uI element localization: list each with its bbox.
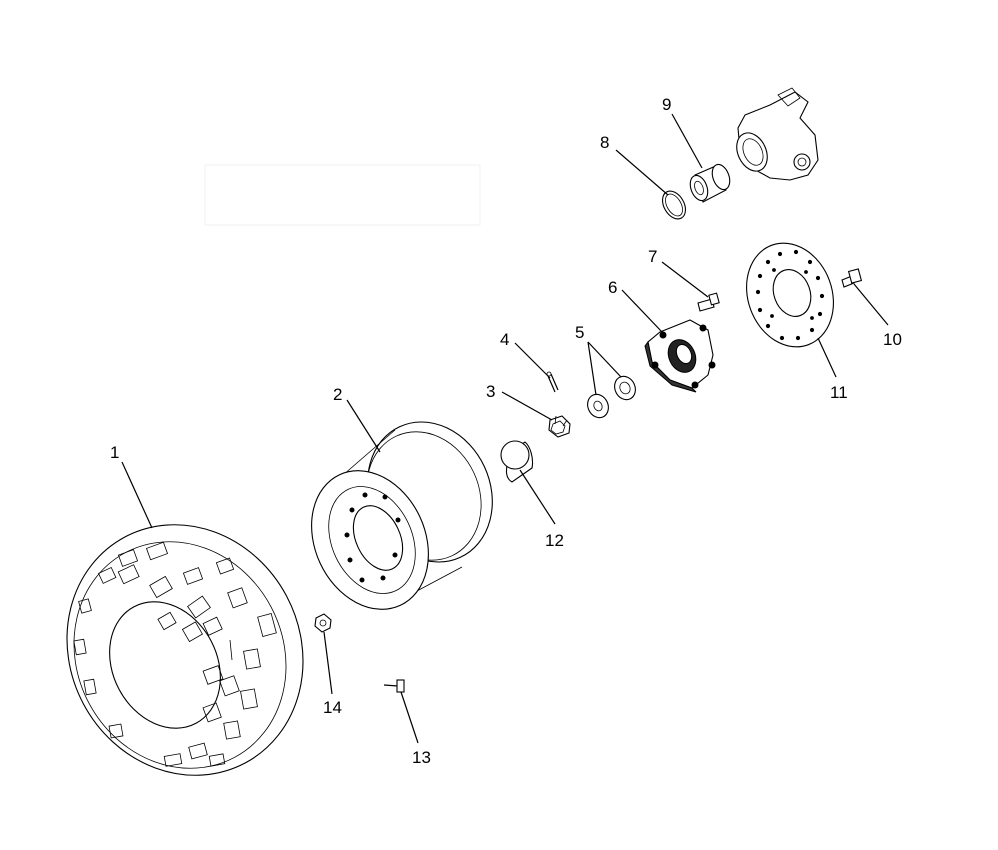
callout-8: 8 bbox=[600, 133, 609, 152]
part-snap-ring bbox=[661, 190, 687, 220]
callout-7: 7 bbox=[648, 247, 657, 266]
part-bearing bbox=[689, 163, 731, 203]
part-wheel-rim bbox=[311, 421, 493, 610]
callout-10: 10 bbox=[883, 330, 902, 349]
part-valve-stem bbox=[383, 679, 405, 693]
part-hub-cap bbox=[500, 440, 534, 483]
callout-3: 3 bbox=[486, 382, 495, 401]
callout-2: 2 bbox=[333, 385, 342, 404]
part-tire bbox=[66, 524, 304, 776]
part-lug-nut bbox=[314, 613, 332, 633]
part-hub bbox=[644, 319, 716, 393]
part-bolt-7 bbox=[697, 292, 720, 312]
callout-1: 1 bbox=[110, 443, 119, 462]
part-bolt-10 bbox=[841, 268, 863, 288]
part-castle-nut bbox=[548, 415, 571, 438]
part-brake-disc bbox=[746, 242, 834, 348]
callout-labels: 1 2 3 4 5 6 7 8 9 10 11 12 13 14 bbox=[110, 95, 902, 767]
leader-lines bbox=[121, 113, 889, 744]
callout-9: 9 bbox=[662, 95, 671, 114]
background-artifact bbox=[204, 164, 481, 226]
callout-5: 5 bbox=[575, 323, 584, 342]
callout-12: 12 bbox=[545, 531, 564, 550]
callout-14: 14 bbox=[323, 698, 342, 717]
part-washers bbox=[587, 375, 636, 419]
callout-6: 6 bbox=[608, 278, 617, 297]
callout-4: 4 bbox=[500, 330, 509, 349]
part-cotter-pin bbox=[546, 371, 559, 393]
callout-13: 13 bbox=[412, 748, 431, 767]
callout-11: 11 bbox=[830, 383, 848, 402]
part-steering-knuckle bbox=[736, 87, 819, 181]
